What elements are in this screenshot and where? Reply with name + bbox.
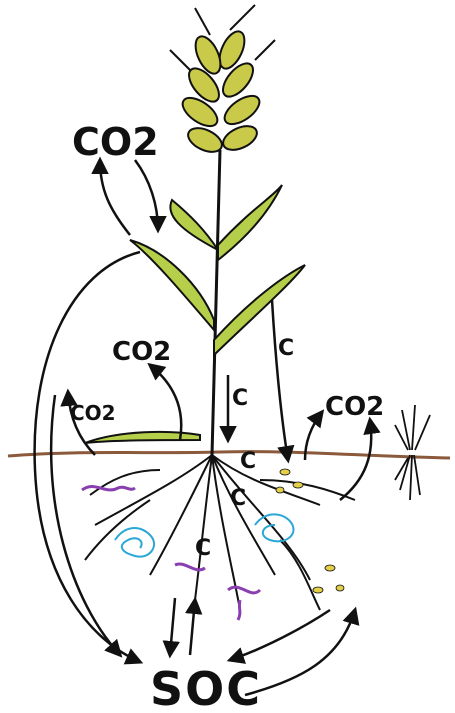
- microbe-purple: [82, 486, 135, 490]
- co2-up-arrow: [100, 160, 130, 235]
- co2-mid-arrow: [150, 365, 181, 440]
- roots: [85, 455, 355, 610]
- soc-label: SOC: [150, 662, 262, 713]
- leaf: [218, 185, 282, 260]
- co2-down-arrow: [135, 160, 158, 230]
- leaf: [170, 200, 218, 250]
- microbe-purple: [175, 564, 205, 570]
- co2-left-label: CO2: [70, 401, 116, 425]
- c-stem-label: C: [232, 386, 248, 411]
- c-right-label: C: [278, 336, 294, 361]
- soil-particles: [276, 469, 344, 593]
- c-right-arrow: [272, 300, 288, 460]
- c-root-label-3: C: [195, 536, 211, 561]
- co2-mid-label: CO2: [112, 337, 171, 367]
- inner-left-arrow: [51, 395, 120, 655]
- soil-surface-line: [8, 452, 450, 458]
- soc-arrow-up: [190, 600, 195, 655]
- wheat-plant: [85, 5, 305, 455]
- leaf: [130, 240, 214, 330]
- soc-arrow-right1: [230, 610, 330, 660]
- co2-right-arrow2: [340, 420, 371, 500]
- wheat-ear: [170, 5, 275, 157]
- soc-arrow-left: [170, 598, 175, 655]
- microbe-blue: [115, 528, 154, 557]
- c-root-label-2: C: [230, 486, 246, 511]
- co2-top-label: CO2: [72, 120, 159, 164]
- c-root-label-1: C: [240, 449, 256, 474]
- microbe-purple: [228, 587, 260, 620]
- small-grass: [395, 405, 430, 500]
- leaf: [85, 432, 200, 443]
- co2-right-label: CO2: [325, 392, 384, 422]
